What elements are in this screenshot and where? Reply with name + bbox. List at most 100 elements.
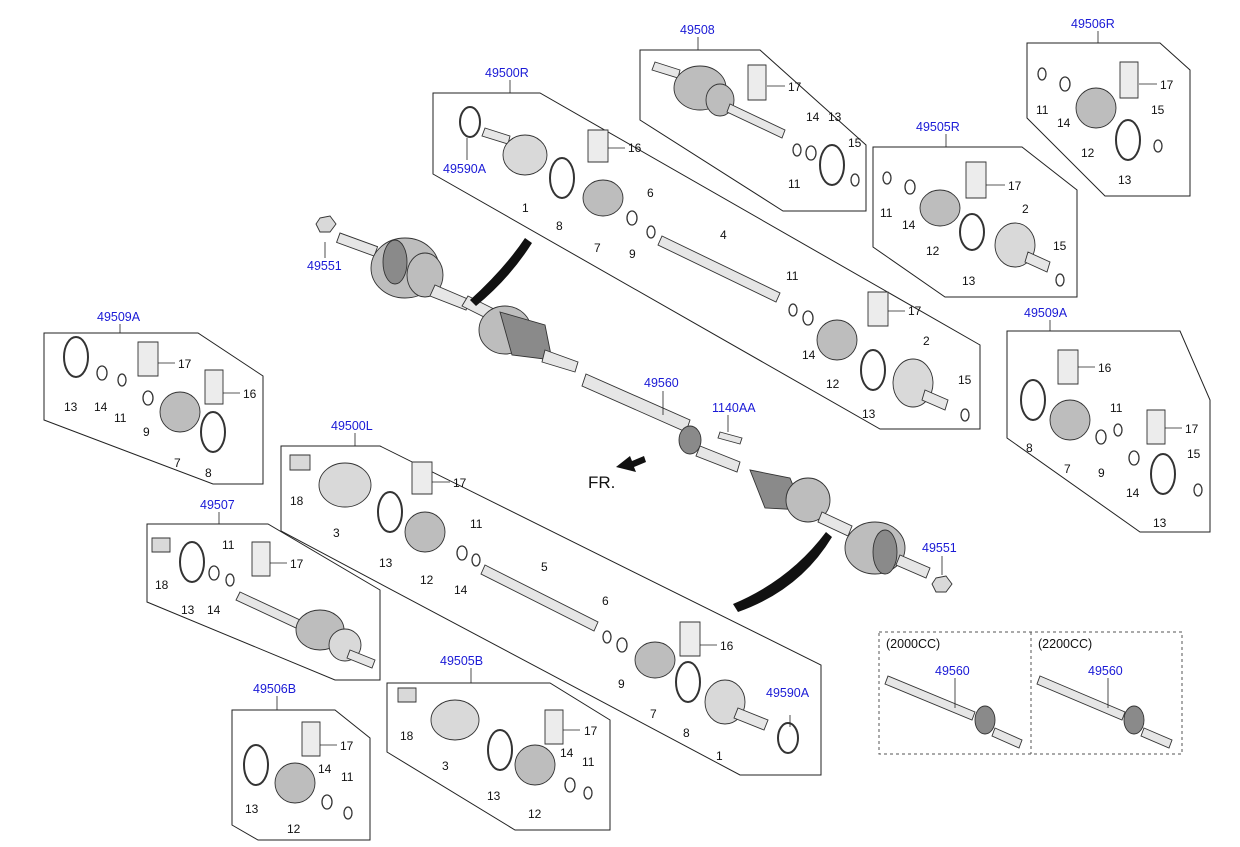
part-label-14: 14 xyxy=(94,400,108,414)
nut-49551-bottom xyxy=(931,575,953,593)
part-label-12: 12 xyxy=(287,822,301,836)
part-label-9: 9 xyxy=(629,247,636,261)
part-label-1: 1 xyxy=(522,201,529,215)
part-label-11: 11 xyxy=(1110,401,1123,415)
part-label-9: 9 xyxy=(618,677,625,691)
part-label-17: 17 xyxy=(1160,78,1174,92)
part-label-17: 17 xyxy=(1185,422,1199,436)
ref-49560-2200[interactable]: 49560 xyxy=(1088,664,1123,678)
box-49507 xyxy=(146,523,381,681)
part-label-14: 14 xyxy=(1126,486,1140,500)
ref-49590A-bottom[interactable]: 49590A xyxy=(766,686,810,700)
49505R-parts xyxy=(882,161,1065,287)
ref-49500R[interactable]: 49500R xyxy=(485,66,529,80)
part-label-9: 9 xyxy=(1098,466,1105,480)
part-label-13: 13 xyxy=(962,274,976,288)
part-label-6: 6 xyxy=(602,594,609,608)
ref-49500L[interactable]: 49500L xyxy=(331,419,373,433)
49509A-left-parts xyxy=(63,336,226,453)
49508-parts xyxy=(651,61,860,187)
part-label-14: 14 xyxy=(207,603,221,617)
front-direction-label: FR. xyxy=(588,473,615,492)
part-label-17: 17 xyxy=(908,304,922,318)
ref-49505B[interactable]: 49505B xyxy=(440,654,483,668)
part-label-18: 18 xyxy=(155,578,169,592)
part-label-11: 11 xyxy=(341,770,354,784)
ref-49509A-left[interactable]: 49509A xyxy=(97,310,141,324)
part-label-16: 16 xyxy=(720,639,734,653)
part-label-6: 6 xyxy=(647,186,654,200)
ref-49507[interactable]: 49507 xyxy=(200,498,235,512)
ref-49551-bottom[interactable]: 49551 xyxy=(922,541,957,555)
part-label-15: 15 xyxy=(1187,447,1201,461)
fr-arrow-icon xyxy=(616,456,646,472)
part-label-13: 13 xyxy=(828,110,842,124)
ref-49551-top[interactable]: 49551 xyxy=(307,259,342,273)
box-49505B xyxy=(386,682,611,831)
variant-shaft-2200 xyxy=(1036,675,1173,749)
part-label-13: 13 xyxy=(1153,516,1167,530)
ref-49509A-right[interactable]: 49509A xyxy=(1024,306,1068,320)
part-label-13: 13 xyxy=(181,603,195,617)
part-label-1: 1 xyxy=(716,749,723,763)
part-label-14: 14 xyxy=(318,762,332,776)
main-left-axle xyxy=(749,469,931,579)
part-label-8: 8 xyxy=(205,466,212,480)
box-49509A-right xyxy=(1006,330,1211,533)
callout-arc-left xyxy=(733,532,832,612)
ref-1140AA[interactable]: 1140AA xyxy=(712,401,756,415)
part-label-7: 7 xyxy=(174,456,181,470)
box-49506R xyxy=(1026,42,1191,197)
part-label-13: 13 xyxy=(487,789,501,803)
ref-49560-2000[interactable]: 49560 xyxy=(935,664,970,678)
part-label-17: 17 xyxy=(1008,179,1022,193)
part-label-18: 18 xyxy=(290,494,304,508)
49506B-parts xyxy=(243,721,353,820)
part-label-15: 15 xyxy=(958,373,972,387)
ref-49505R[interactable]: 49505R xyxy=(916,120,960,134)
part-label-3: 3 xyxy=(333,526,340,540)
part-label-8: 8 xyxy=(556,219,563,233)
leader-lines xyxy=(119,31,1182,746)
variant-shaft-2000 xyxy=(884,675,1023,749)
part-label-11: 11 xyxy=(582,755,595,769)
part-label-13: 13 xyxy=(64,400,78,414)
part-label-14: 14 xyxy=(1057,116,1071,130)
49500L-parts xyxy=(289,454,769,731)
part-label-17: 17 xyxy=(340,739,354,753)
box-49509A-left xyxy=(43,332,264,485)
part-label-17: 17 xyxy=(584,724,598,738)
part-label-12: 12 xyxy=(926,244,940,258)
part-label-4: 4 xyxy=(720,228,727,242)
part-label-11: 11 xyxy=(1036,103,1049,117)
box-49506B xyxy=(231,709,371,841)
part-label-14: 14 xyxy=(454,583,468,597)
part-label-11: 11 xyxy=(470,517,483,531)
49509A-right-parts xyxy=(1020,349,1203,497)
part-label-18: 18 xyxy=(400,729,414,743)
part-label-9: 9 xyxy=(143,425,150,439)
part-label-17: 17 xyxy=(290,557,304,571)
part-label-12: 12 xyxy=(528,807,542,821)
part-label-17: 17 xyxy=(178,357,192,371)
variant-label-2200: (2200CC) xyxy=(1038,637,1092,651)
ref-49508[interactable]: 49508 xyxy=(680,23,715,37)
part-label-14: 14 xyxy=(806,110,820,124)
part-label-14: 14 xyxy=(802,348,816,362)
part-label-15: 15 xyxy=(848,136,862,150)
box-49500L xyxy=(280,445,822,776)
ref-49590A-top[interactable]: 49590A xyxy=(443,162,487,176)
part-label-2: 2 xyxy=(1022,202,1029,216)
part-label-11: 11 xyxy=(788,177,801,191)
part-label-12: 12 xyxy=(420,573,434,587)
49500R-parts xyxy=(459,106,970,422)
part-label-7: 7 xyxy=(594,241,601,255)
callout-arc-right xyxy=(470,238,532,306)
49507-parts xyxy=(151,537,376,669)
ref-49506B[interactable]: 49506B xyxy=(253,682,296,696)
ref-49560-main[interactable]: 49560 xyxy=(644,376,679,390)
box-49500R xyxy=(432,92,981,430)
box-49508 xyxy=(639,49,867,212)
ref-49506R[interactable]: 49506R xyxy=(1071,17,1115,31)
